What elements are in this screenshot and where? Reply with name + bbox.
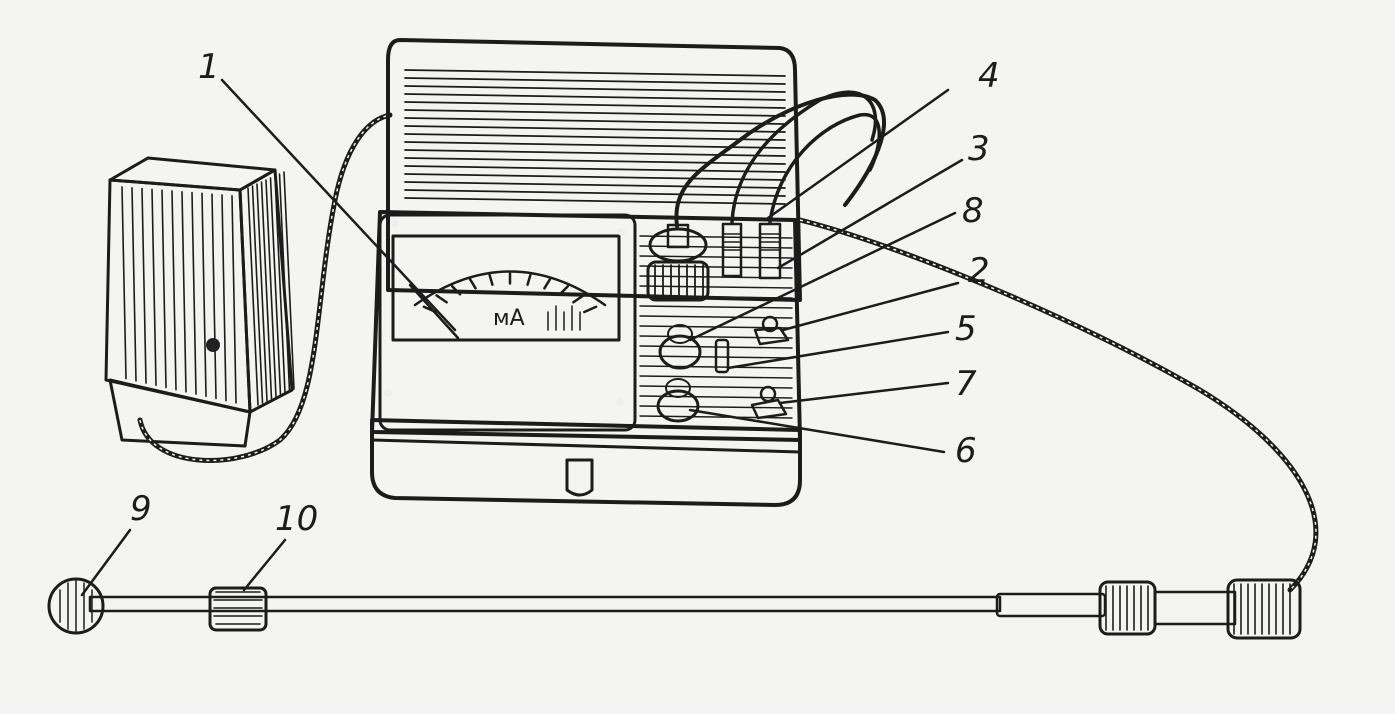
battery-socket-icon <box>206 338 220 352</box>
meter-unit-label: мА <box>493 306 525 331</box>
callout-5: 5 <box>955 309 977 349</box>
socket-3 <box>758 222 782 280</box>
socket-4 <box>721 222 743 278</box>
meter-scale-arc <box>413 270 607 307</box>
callout-labels: 1 2 3 4 5 6 7 8 9 10 <box>130 47 1000 539</box>
callout-2: 2 <box>968 251 990 291</box>
toggle-switch-2 <box>753 315 790 346</box>
probe-cable <box>797 217 1319 593</box>
toggle-switch-7 <box>750 385 788 420</box>
probe-sleeve-10 <box>208 586 268 632</box>
indicator-5 <box>714 338 730 374</box>
knob-8 <box>658 324 702 370</box>
callout-7: 7 <box>955 364 977 404</box>
case-latch <box>565 458 594 497</box>
callout-4: 4 <box>978 56 1000 96</box>
probe-handle-end <box>1226 578 1302 640</box>
meter: мА <box>378 213 637 432</box>
callout-6: 6 <box>955 431 977 471</box>
callout-8: 8 <box>962 191 984 231</box>
callout-9: 9 <box>130 489 152 529</box>
callout-leaders <box>80 78 964 597</box>
battery-cable <box>137 112 393 463</box>
callout-3: 3 <box>968 129 990 169</box>
callout-10: 10 <box>275 499 318 539</box>
probe-rod <box>88 595 1002 613</box>
instrument-case <box>370 38 802 507</box>
battery-block <box>104 156 295 448</box>
knob-6 <box>656 378 700 423</box>
meter-needle <box>408 283 460 340</box>
callout-1: 1 <box>198 47 220 87</box>
probe <box>47 577 1302 640</box>
probe-tip-9 <box>47 577 105 635</box>
